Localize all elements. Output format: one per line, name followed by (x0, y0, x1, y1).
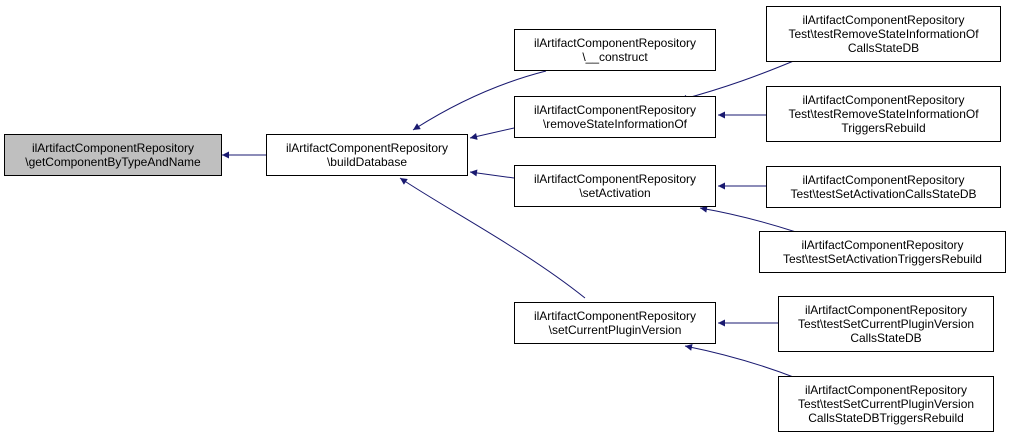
node-label-line: \setActivation (579, 186, 651, 200)
edge-set-current-plugin-version-to-build-database (399, 177, 586, 299)
node-label-line: Test\testSetActivationTriggersRebuild (783, 252, 982, 266)
node-label-line: ilArtifactComponentRepository (533, 172, 697, 186)
node-label-line: CallsStateDBTriggersRebuild (808, 411, 964, 425)
edge-test-set-activation-triggers-to-set-activation (699, 205, 797, 233)
node-label-line: \removeStateInformationOf (542, 117, 688, 131)
node-label-line: Test\testRemoveStateInformationOf (788, 27, 979, 41)
edge-test-current-plugin-triggers-to-set-current-plugin (684, 343, 797, 379)
node-label-line: ilArtifactComponentRepository (533, 36, 697, 50)
node-test-set-current-plugin-version-triggers-rebuild[interactable]: ilArtifactComponentRepository Test\testS… (778, 376, 994, 432)
edge-test-remove-calls-to-remove-state (679, 59, 797, 102)
node-build-database[interactable]: ilArtifactComponentRepository \buildData… (266, 134, 468, 176)
node-remove-state-information-of[interactable]: ilArtifactComponentRepository \removeSta… (514, 96, 716, 138)
node-label-line: CallsStateDB (850, 331, 922, 345)
node-test-set-activation-triggers-rebuild[interactable]: ilArtifactComponentRepository Test\testS… (759, 231, 1006, 273)
node-label-line: Test\testSetCurrentPluginVersion (797, 317, 975, 331)
node-set-activation[interactable]: ilArtifactComponentRepository \setActiva… (514, 165, 716, 207)
node-label-line: \buildDatabase (326, 155, 408, 169)
node-test-set-current-plugin-version-calls-state-db[interactable]: ilArtifactComponentRepository Test\testS… (778, 296, 994, 352)
node-label-line: CallsStateDB (847, 41, 920, 55)
node-label-line: ilArtifactComponentRepository (533, 103, 697, 117)
node-label-line: Test\testSetCurrentPluginVersion (797, 397, 975, 411)
node-label-line: ilArtifactComponentRepository (801, 238, 964, 252)
node-label-line: Test\testSetActivationCallsStateDB (790, 187, 977, 201)
node-set-current-plugin-version[interactable]: ilArtifactComponentRepository \setCurren… (514, 302, 716, 344)
node-label-line: ilArtifactComponentRepository (31, 141, 195, 155)
node-label-line: ilArtifactComponentRepository (804, 303, 968, 317)
edge-set-activation-to-build-database (469, 169, 515, 179)
node-test-remove-state-information-of-calls-state-db[interactable]: ilArtifactComponentRepository Test\testR… (766, 6, 1001, 62)
node-label-line: ilArtifactComponentRepository (804, 383, 968, 397)
node-test-remove-state-information-of-triggers-rebuild[interactable]: ilArtifactComponentRepository Test\testR… (766, 86, 1001, 142)
node-construct[interactable]: ilArtifactComponentRepository \__constru… (514, 29, 716, 71)
edge-construct-to-build-database (412, 70, 547, 131)
node-label-line: ilArtifactComponentRepository (533, 309, 697, 323)
node-label-line: ilArtifactComponentRepository (285, 141, 449, 155)
node-label-line: \setCurrentPluginVersion (548, 323, 682, 337)
node-label-line: Test\testRemoveStateInformationOf (788, 107, 979, 121)
node-label-line: TriggersRebuild (841, 121, 926, 135)
node-test-set-activation-calls-state-db[interactable]: ilArtifactComponentRepository Test\testS… (766, 166, 1001, 208)
node-label-line: \__construct (582, 50, 648, 64)
node-label-line: ilArtifactComponentRepository (802, 93, 965, 107)
node-label-line: ilArtifactComponentRepository (802, 173, 965, 187)
node-label-line: ilArtifactComponentRepository (802, 13, 965, 27)
node-label-line: \getComponentByTypeAndName (25, 155, 201, 169)
edge-remove-state-to-build-database (469, 127, 515, 140)
node-get-component-by-type-and-name[interactable]: ilArtifactComponentRepository \getCompon… (4, 134, 222, 176)
